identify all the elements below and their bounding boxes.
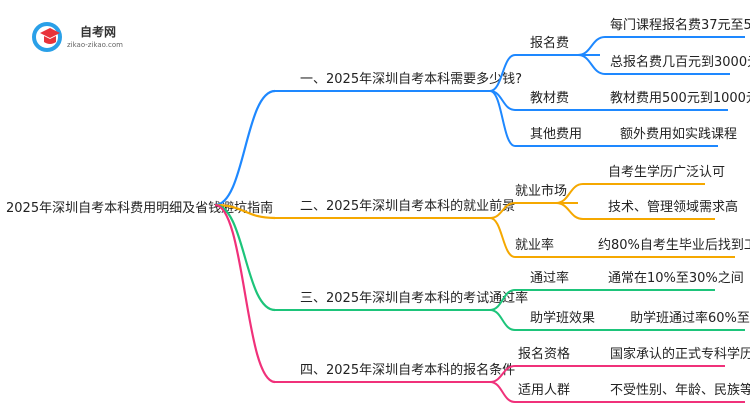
- leaf-label: 总报名费几百元到3000元: [610, 54, 750, 70]
- leaf-label: 额外费用如实践课程: [620, 126, 737, 142]
- child-connector: [489, 90, 516, 147]
- leaf-connector: [577, 54, 606, 75]
- child-connector: [489, 217, 516, 258]
- child-label: 其他费用: [530, 127, 582, 142]
- leaf-label: 技术、管理领域需求高: [608, 199, 738, 215]
- branch-connector: [214, 203, 276, 220]
- logo-url: zikao-zikao.com: [67, 41, 123, 49]
- leaf-label: 不受性别、年龄、民族等限制: [610, 382, 750, 398]
- leaf-connector: [555, 202, 584, 220]
- branch-connector: [214, 203, 276, 384]
- leaf-label: 自考生学历广泛认可: [608, 164, 725, 180]
- child-label: 适用人群: [518, 383, 570, 398]
- child-label: 就业率: [515, 237, 554, 253]
- child-label: 报名费: [530, 35, 569, 51]
- logo-ring-icon: [32, 22, 62, 52]
- branch-label: 一、2025年深圳自考本科需要多少钱?: [300, 71, 522, 87]
- leaf-connector: [577, 36, 606, 56]
- child-label: 教材费: [530, 90, 569, 106]
- child-label: 就业市场: [515, 183, 567, 199]
- child-label: 报名资格: [518, 346, 570, 362]
- branch-label: 二、2025年深圳自考本科的就业前景: [300, 198, 515, 214]
- leaf-label: 教材费用500元到1000元: [610, 90, 750, 106]
- leaf-label: 助学班通过率60%至80%: [630, 310, 750, 326]
- branch-connector: [214, 203, 276, 312]
- leaf-label: 每门课程报名费37元至52元: [610, 17, 750, 33]
- logo-title: 自考网: [80, 24, 116, 39]
- branch-label: 四、2025年深圳自考本科的报名条件: [300, 362, 515, 378]
- leaf-label: 国家承认的正式专科学历: [610, 346, 750, 362]
- child-label: 助学班效果: [530, 310, 595, 326]
- leaf-label: 约80%自考生毕业后找到工作: [598, 238, 750, 253]
- branch-label: 三、2025年深圳自考本科的考试通过率: [300, 290, 528, 306]
- branch-connector: [214, 89, 276, 207]
- child-connector: [489, 54, 516, 92]
- child-label: 通过率: [530, 270, 569, 286]
- leaf-label: 通常在10%至30%之间: [608, 271, 744, 286]
- root-topic: 2025年深圳自考本科费用明细及省钱避坑指南: [6, 200, 273, 216]
- logo: 自考网 zikao-zikao.com: [32, 22, 123, 52]
- child-connector: [489, 202, 516, 219]
- child-connector: [489, 381, 516, 403]
- graduation-cap-icon: [40, 28, 60, 38]
- child-connector: [489, 309, 516, 331]
